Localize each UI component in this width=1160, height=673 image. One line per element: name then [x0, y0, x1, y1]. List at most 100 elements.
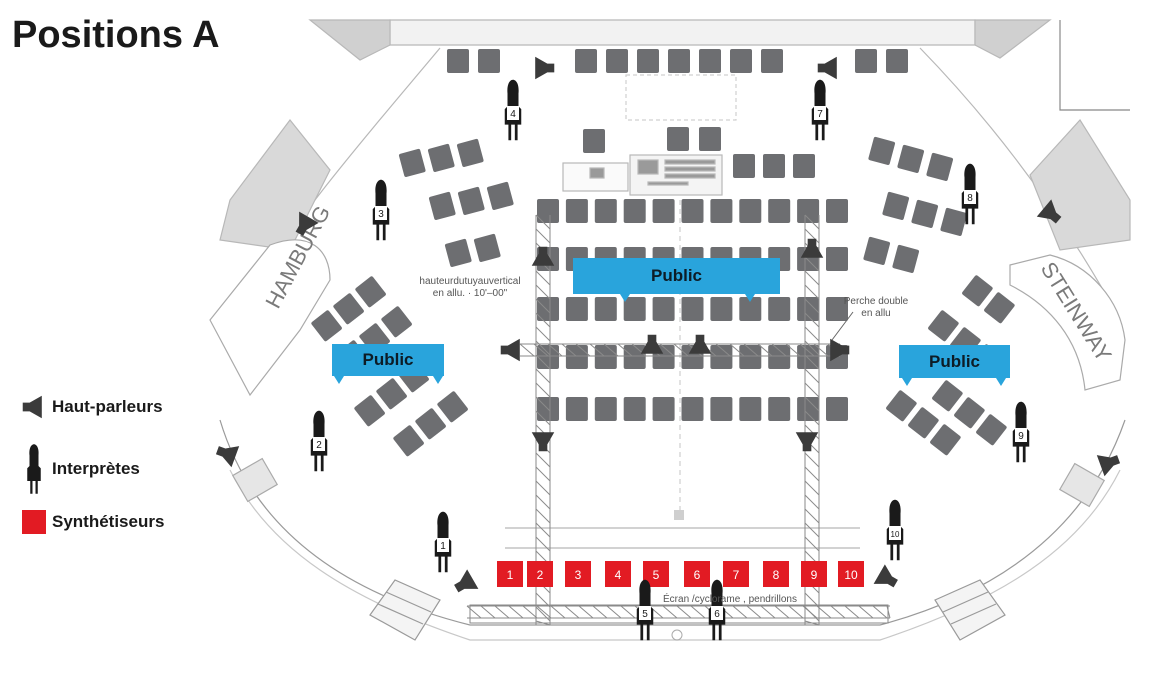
- truss-brace: [592, 605, 608, 619]
- truss-brace: [804, 284, 820, 300]
- synth-box: [684, 561, 710, 587]
- truss-brace: [535, 494, 551, 510]
- seat: [892, 244, 920, 273]
- seat: [761, 49, 783, 73]
- truss-brace: [522, 605, 538, 619]
- seat: [427, 143, 455, 172]
- public-banner-right: Public: [899, 345, 1010, 378]
- synth-box: [801, 561, 827, 587]
- truss-brace: [535, 508, 551, 524]
- seat: [826, 247, 848, 271]
- seat: [768, 297, 791, 321]
- seat: [710, 297, 733, 321]
- truss-brace: [535, 606, 551, 622]
- synth-number: 5: [653, 568, 660, 582]
- seat: [768, 397, 791, 421]
- seat: [623, 397, 646, 421]
- performer-4: 4: [504, 79, 522, 141]
- truss-brace: [804, 340, 820, 356]
- seat: [652, 199, 675, 223]
- seat: [565, 397, 588, 421]
- seat: [594, 345, 617, 369]
- seat: [984, 292, 1015, 324]
- synth-number: 3: [575, 568, 582, 582]
- performer-number: 3: [378, 209, 384, 220]
- truss-brace: [771, 343, 787, 357]
- seat: [882, 191, 910, 220]
- hall-architecture: [209, 19, 1131, 641]
- truss-brace: [676, 605, 692, 619]
- truss-brace: [804, 508, 820, 524]
- seat: [928, 310, 959, 342]
- synth-number: 8: [773, 568, 780, 582]
- seat: [381, 306, 412, 338]
- seat: [797, 199, 820, 223]
- truss-brace: [662, 605, 678, 619]
- public-banner-center: Public: [573, 258, 780, 294]
- seat: [897, 144, 925, 173]
- performer-number: 1: [440, 541, 446, 552]
- seat: [393, 425, 424, 457]
- truss-brace: [774, 605, 790, 619]
- synth-icon: [20, 510, 48, 534]
- truss-brace: [535, 396, 551, 412]
- seat: [699, 49, 721, 73]
- synth-box: [497, 561, 523, 587]
- synth-9: 9: [801, 561, 827, 587]
- synth-number: 1: [507, 568, 514, 582]
- synth-3: 3: [565, 561, 591, 587]
- seat: [826, 297, 848, 321]
- seat: [710, 397, 733, 421]
- truss-brace: [535, 354, 551, 370]
- synth-5: 5: [643, 561, 669, 587]
- truss-brace: [804, 424, 820, 440]
- seat: [583, 129, 605, 153]
- performer-tag: [639, 606, 651, 620]
- performer-5: 5: [636, 579, 654, 641]
- seat: [976, 414, 1007, 446]
- synth-7: 7: [723, 561, 749, 587]
- seat: [797, 397, 820, 421]
- truss-brace: [804, 382, 820, 398]
- performer-number: 2: [316, 440, 322, 451]
- seat: [333, 293, 364, 325]
- truss-brace: [535, 410, 551, 426]
- truss-brace: [746, 605, 762, 619]
- performer-tag: [437, 538, 449, 552]
- truss-brace: [535, 298, 551, 314]
- synth-2: 2: [527, 561, 553, 587]
- synth-10: 10: [838, 561, 864, 587]
- seat: [668, 49, 690, 73]
- legend-performers-label: Interprètes: [52, 459, 140, 478]
- legend-speakers-label: Haut-parleurs: [52, 397, 163, 416]
- truss-brace: [804, 312, 820, 328]
- seat: [739, 345, 762, 369]
- truss-brace: [816, 605, 832, 619]
- truss-brace: [535, 340, 551, 356]
- seat: [457, 186, 485, 215]
- seat: [652, 397, 675, 421]
- truss-brace: [519, 343, 535, 357]
- performer-tag: [814, 106, 826, 120]
- synth-number: 2: [537, 568, 544, 582]
- truss-brace: [804, 396, 820, 412]
- performer-number: 4: [510, 109, 516, 120]
- performer-10: 10: [886, 499, 904, 561]
- seat: [826, 199, 848, 223]
- truss-brace: [804, 214, 820, 230]
- synth-6: 6: [684, 561, 710, 587]
- truss-brace: [631, 343, 647, 357]
- performer-tag: [889, 526, 901, 540]
- front-truss-frame: [469, 604, 889, 624]
- synth-box: [527, 561, 553, 587]
- seat: [739, 199, 762, 223]
- truss-brace: [466, 605, 482, 619]
- synth-number: 9: [811, 568, 818, 582]
- truss-brace: [813, 343, 829, 357]
- synth-number: 6: [694, 568, 701, 582]
- seat: [447, 49, 469, 73]
- truss-brace: [804, 256, 820, 272]
- seat: [932, 380, 963, 412]
